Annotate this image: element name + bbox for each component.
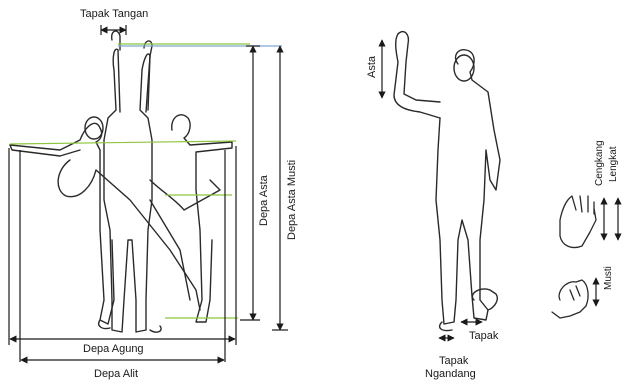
middle-figure-group [394, 32, 500, 331]
right-hands-group [552, 196, 596, 318]
central-figure-outline [104, 49, 152, 332]
label-tapak-ngandang-line1: Tapak [439, 355, 468, 367]
label-cengkang: Cengkang [594, 140, 606, 186]
label-depa-alit: Depa Alit [94, 368, 138, 380]
label-tapak-tangan: Tapak Tangan [80, 8, 148, 20]
label-asta: Asta [366, 56, 378, 78]
label-depa-asta-musti: Depa Asta Musti [286, 160, 298, 240]
label-tapak-ngandang-line2: Ngandang [425, 368, 476, 380]
open-hand-outline [560, 196, 596, 248]
left-figures-group [10, 31, 232, 332]
middle-body-outline [436, 50, 500, 324]
raised-hand-outline [394, 34, 440, 118]
right-figure-outline [172, 115, 232, 322]
middle-measurements [382, 40, 482, 338]
fist-outline [552, 280, 588, 318]
label-depa-asta: Depa Asta [258, 175, 270, 226]
crouching-figure-outline [58, 160, 200, 310]
left-figure-outline [10, 123, 114, 324]
label-depa-agung: Depa Agung [83, 343, 144, 355]
label-musti: Musti [603, 266, 615, 290]
middle-figure-head [454, 55, 474, 81]
label-lengkat: Lengkat [608, 146, 620, 182]
label-tapak: Tapak [469, 330, 498, 342]
